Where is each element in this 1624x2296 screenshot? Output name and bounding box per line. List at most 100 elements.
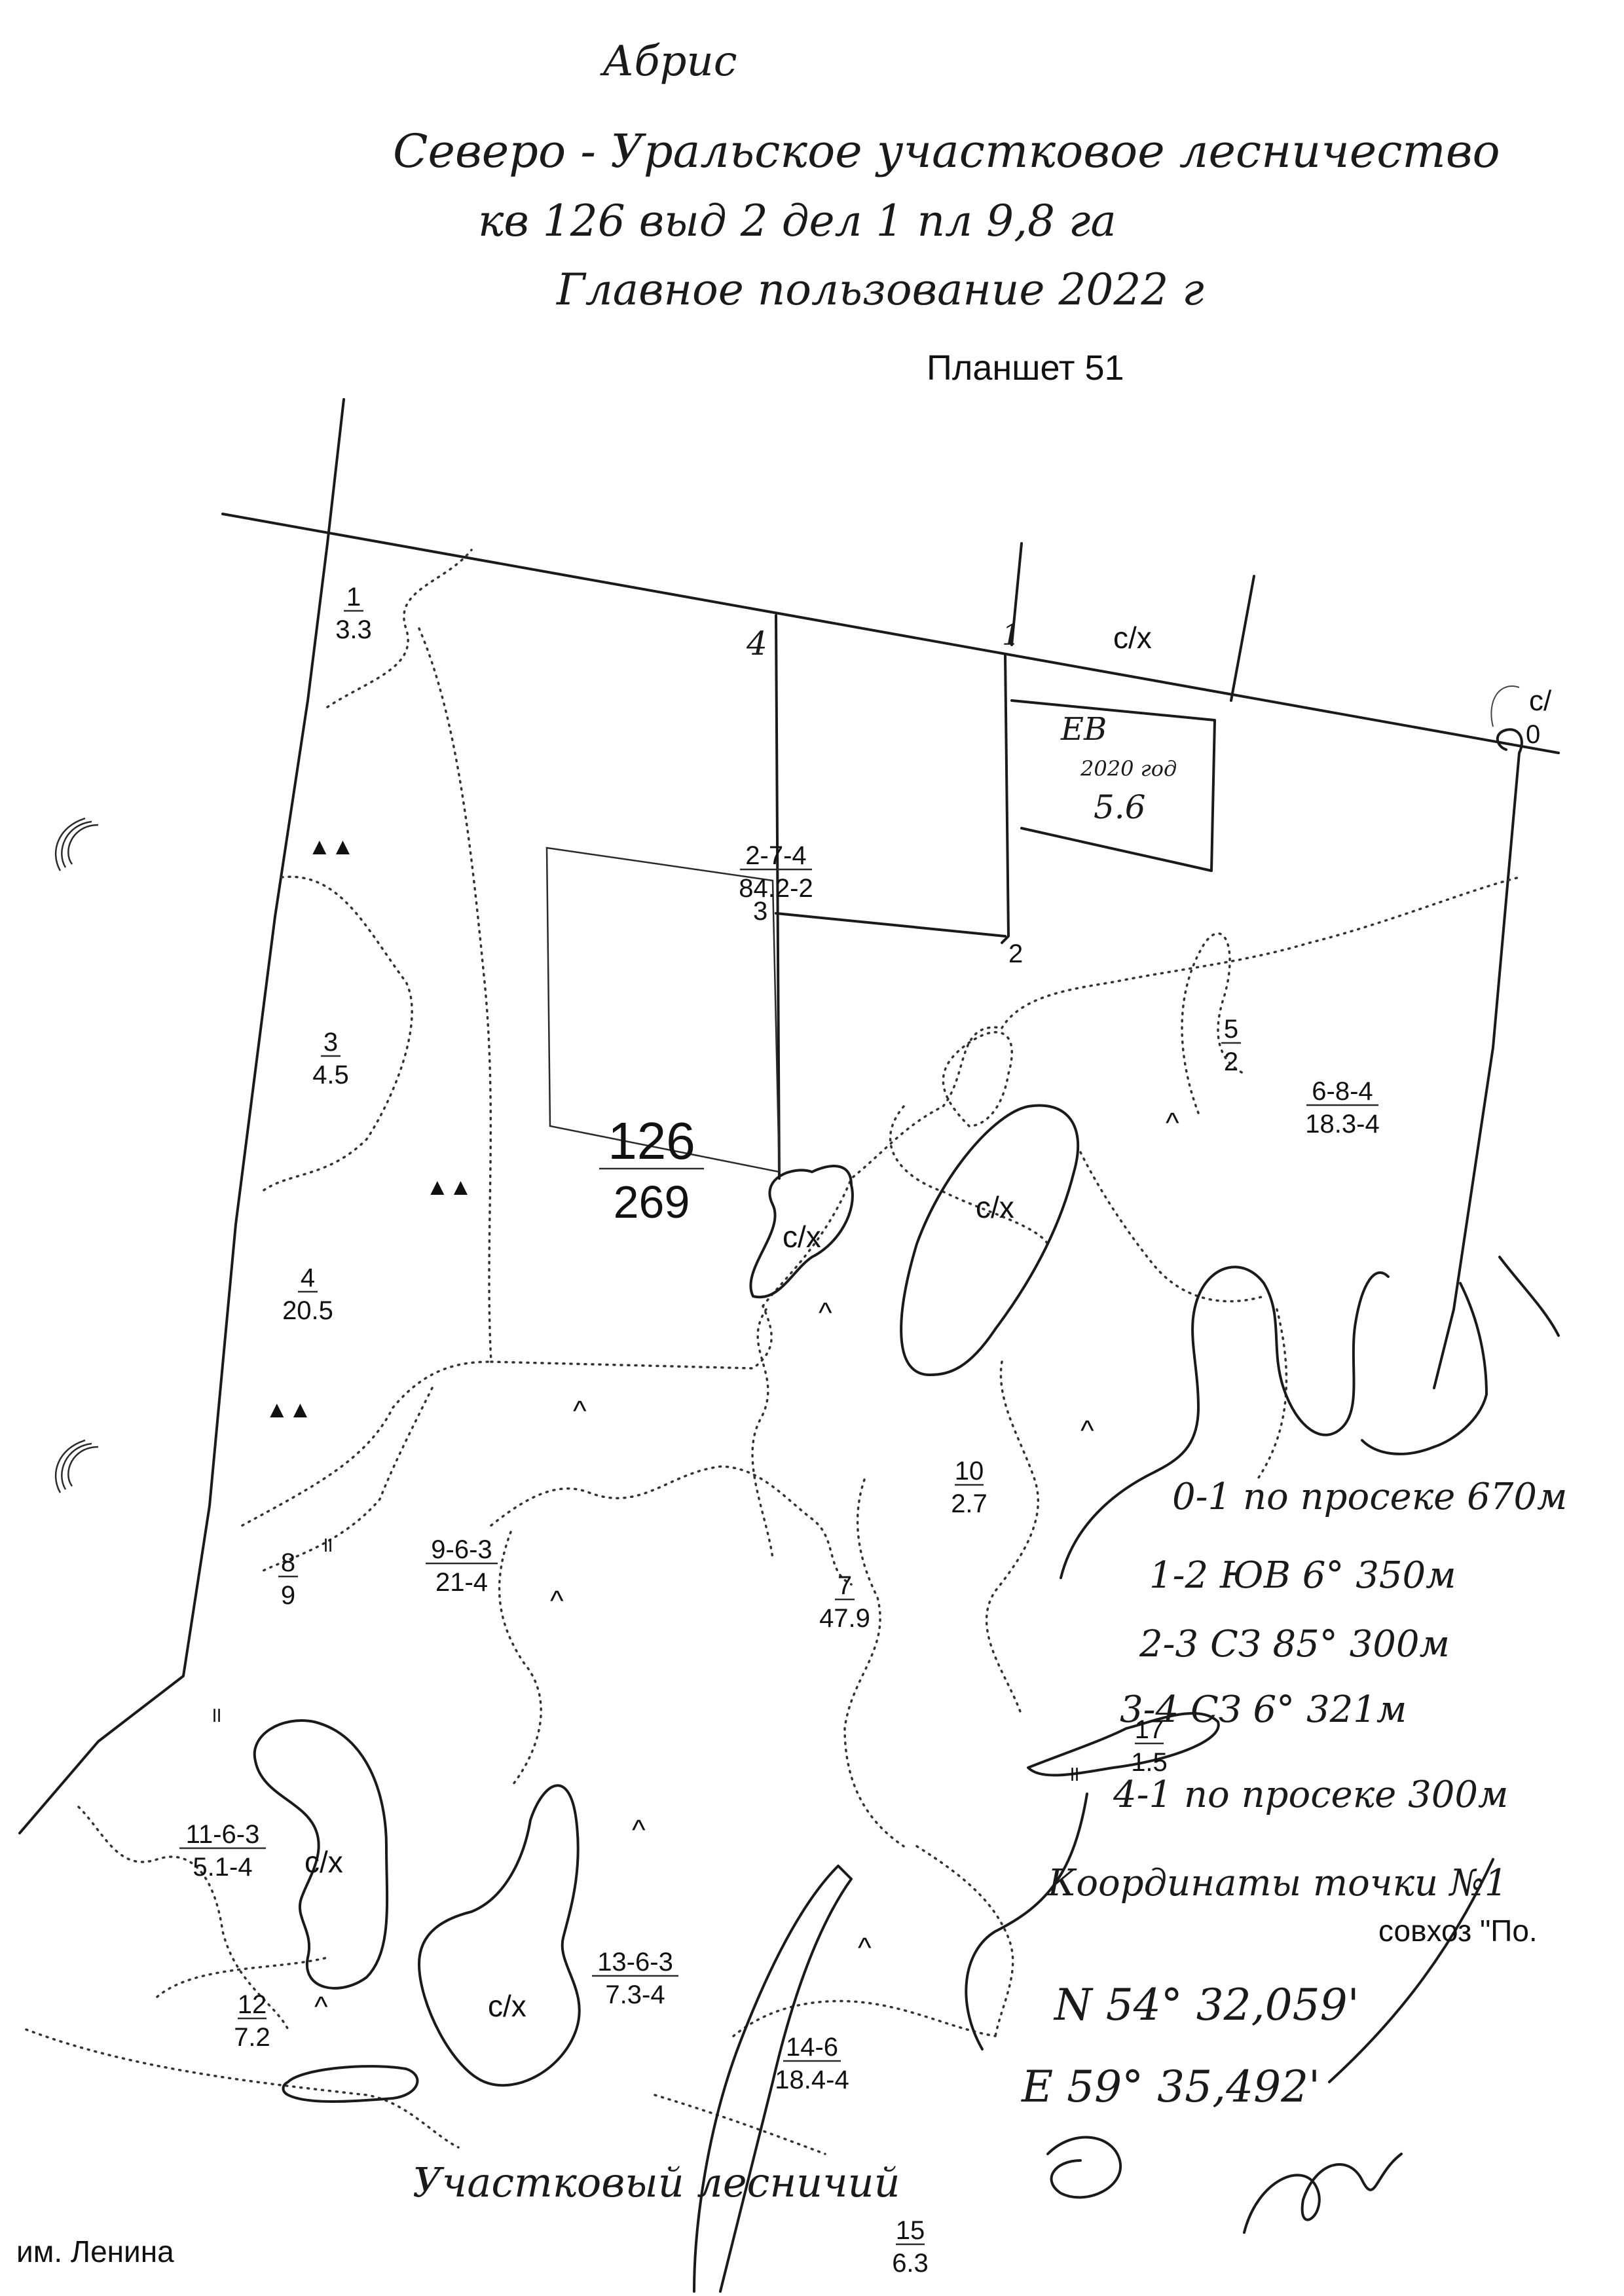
point-zero-circle: [1496, 728, 1523, 754]
right-boundary-line: [1433, 752, 1521, 1389]
forester-signature-line: Участковый лесничий: [413, 2159, 900, 2206]
stand-border: [889, 1105, 1049, 1245]
stand-number: 11-6-3: [186, 1820, 260, 1849]
top-sx-divider: [1010, 542, 1023, 646]
agri-land-label: с/х: [976, 1190, 1014, 1224]
compartment-area: 269: [614, 1176, 690, 1228]
agri-land-outline: [900, 1104, 1080, 1376]
stand-border: [1001, 876, 1521, 1029]
point-1-label: 1: [1002, 619, 1020, 652]
header-plot: кв 126 выд 2 дел 1 пл 9,8 га: [478, 196, 1116, 246]
stand-label-9-6-3: 9-6-321-4: [426, 1535, 498, 1597]
deciduous-icon: ^: [573, 1395, 587, 1427]
binder-hole-icon: [54, 1439, 99, 1493]
compartment-number: 126: [608, 1112, 695, 1170]
signature-flourish-icon: [1046, 2136, 1122, 2199]
deciduous-icon: ^: [1080, 1415, 1094, 1447]
stand-border: [985, 1360, 1040, 1717]
cover-symbols: ▲▲ ▲▲ ▲▲ ^ ^ ^ ^ ^ ^ ^ ^ ॥ ॥ ॥: [210, 833, 1179, 2023]
stamp: ЕВ 2020 год 5.6: [1060, 711, 1177, 826]
stand-number: 15: [896, 2216, 925, 2245]
deciduous-icon: ^: [550, 1585, 564, 1617]
stand-number: 5: [1224, 1015, 1238, 1044]
agri-land-outline: [1027, 1712, 1220, 1777]
agri-land-outline: [1361, 1282, 1488, 1455]
stand-border: [25, 2028, 460, 2149]
agri-land-label: с/х: [1113, 621, 1152, 655]
conifer-icon: ▲▲: [265, 1396, 312, 1423]
stand-area: 20.5: [282, 1296, 333, 1325]
stand-area: 1.5: [1131, 1748, 1168, 1777]
stand-label-13-6-3: 13-6-3 7.3-4: [592, 1948, 678, 2009]
left-boundary-line: [18, 398, 345, 1834]
top-sx-divider-right: [1230, 575, 1255, 702]
agri-land-label: с/х: [488, 1989, 526, 2023]
agri-land-outline: [693, 1865, 853, 2293]
stand-number: 10: [955, 1457, 984, 1485]
stand-label-14-6: 14-618.4-4: [775, 2033, 849, 2094]
agri-land-outline: [1328, 1858, 1494, 2083]
stand-area: 2.7: [951, 1489, 987, 1518]
stand-area: 7.2: [234, 2023, 270, 2052]
survey-line-3-4: 3-4 СЗ 6° 321м: [1120, 1688, 1407, 1731]
survey-line-4-1: 4-1 по просеке 300м: [1113, 1774, 1508, 1816]
stand-border: [732, 1999, 997, 2037]
stand-border: [1079, 1151, 1265, 1303]
stamp-line-1: ЕВ: [1060, 711, 1107, 748]
agri-land-outlines: [253, 685, 1560, 2293]
stand-number: 9-6-3: [431, 1535, 492, 1564]
stand-number: 3: [323, 1028, 338, 1057]
stand-number: 17: [1135, 1715, 1164, 1744]
coordinate-east: E 59° 35,492': [1021, 2062, 1320, 2112]
stand-label-4: 420.5: [282, 1264, 333, 1325]
grass-icon: ॥: [321, 1533, 333, 1556]
stand-area: 6.3: [892, 2249, 929, 2278]
coordinate-north: N 54° 32,059': [1053, 1980, 1359, 2030]
stand-area: 7.3-4: [605, 1980, 665, 2009]
stand-border: [654, 2094, 826, 2155]
planshet-label: Планшет 51: [927, 348, 1124, 388]
stand-number: 12: [238, 1990, 267, 2019]
deciduous-icon: ^: [1166, 1107, 1179, 1139]
conifer-icon: ▲▲: [426, 1173, 472, 1200]
stand-border: [77, 1806, 289, 2031]
stand-border: [326, 549, 473, 708]
stand-number: 6-8-4: [1312, 1077, 1373, 1106]
stand-label-8: 89: [278, 1548, 298, 1610]
stand-border: [261, 1387, 434, 1573]
stand-number: 1: [346, 583, 361, 611]
stand-area: 5.1-4: [193, 1853, 252, 1882]
grass-icon: ॥: [1067, 1762, 1080, 1785]
stand-border: [498, 1531, 542, 1789]
stand-label-6-8-4: 6-8-4 18.3-4: [1305, 1077, 1379, 1139]
stand-border: [1181, 932, 1246, 1114]
agri-land-label: с/х: [304, 1845, 343, 1879]
compartment-boundaries: [18, 398, 1560, 1834]
stand-number: 4: [301, 1264, 315, 1292]
stand-area: 3.3: [335, 615, 372, 644]
stand-label-3: 34.5: [312, 1028, 349, 1089]
stand-area: 84.2-2: [739, 874, 813, 903]
neighbor-bottom-label: им. Ленина: [16, 2234, 174, 2269]
survey-line-2-3: 2-3 СЗ 85° 300м: [1139, 1623, 1450, 1666]
line-1-2: [1001, 653, 1010, 944]
stand-label-11-6-3: 11-6-3 5.1-4: [179, 1820, 266, 1882]
stand-number: 13-6-3: [597, 1948, 673, 1977]
point-zero-leader: [1490, 685, 1520, 727]
stand-area: 18.3-4: [1305, 1110, 1379, 1139]
stamp-line-3: 5.6: [1094, 788, 1146, 826]
survey-notes: 0-1 по просеке 670м 1-2 ЮВ 6° 350м 2-3 С…: [1021, 1476, 1567, 2112]
stand-label-10: 102.7: [951, 1457, 987, 1518]
stand-label-5: 52: [1221, 1015, 1241, 1076]
stand-border: [751, 1308, 774, 1559]
agri-land-outline: [965, 1793, 1088, 2050]
signature-icon: [1243, 2153, 1403, 2234]
stand-number: 7: [838, 1571, 852, 1600]
stand-labels: 13.334.5420.5892-7-484.2-2526-8-418.3-49…: [179, 583, 1380, 2278]
stand-border: [915, 1845, 1014, 2037]
inner-plot-outline: [545, 847, 781, 1173]
stand-border: [418, 627, 492, 1363]
deciduous-icon: ^: [858, 1932, 872, 1964]
top-clearing-line: [221, 513, 1560, 754]
